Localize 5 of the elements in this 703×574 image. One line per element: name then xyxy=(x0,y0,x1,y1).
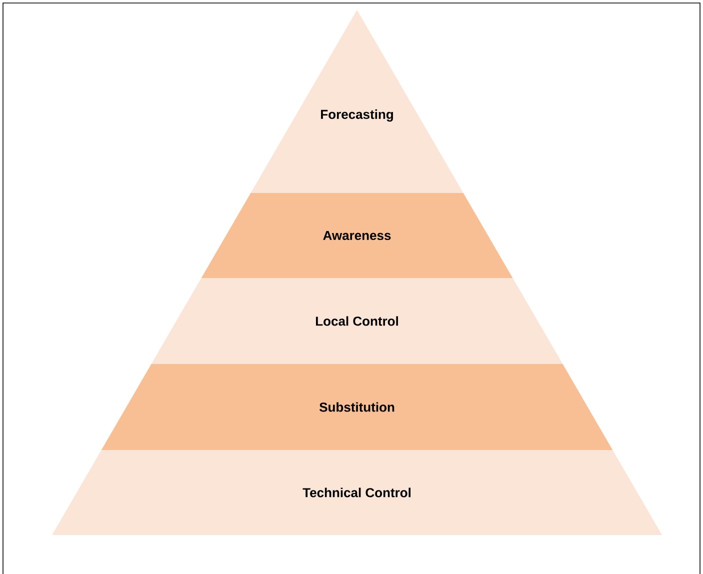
pyramid-tier: Forecasting xyxy=(250,10,464,193)
pyramid-tier: Substitution xyxy=(101,364,613,450)
pyramid-tier: Local Control xyxy=(151,278,563,364)
pyramid-tier: Awareness xyxy=(201,193,513,278)
pyramid-tier: Technical Control xyxy=(52,450,662,535)
